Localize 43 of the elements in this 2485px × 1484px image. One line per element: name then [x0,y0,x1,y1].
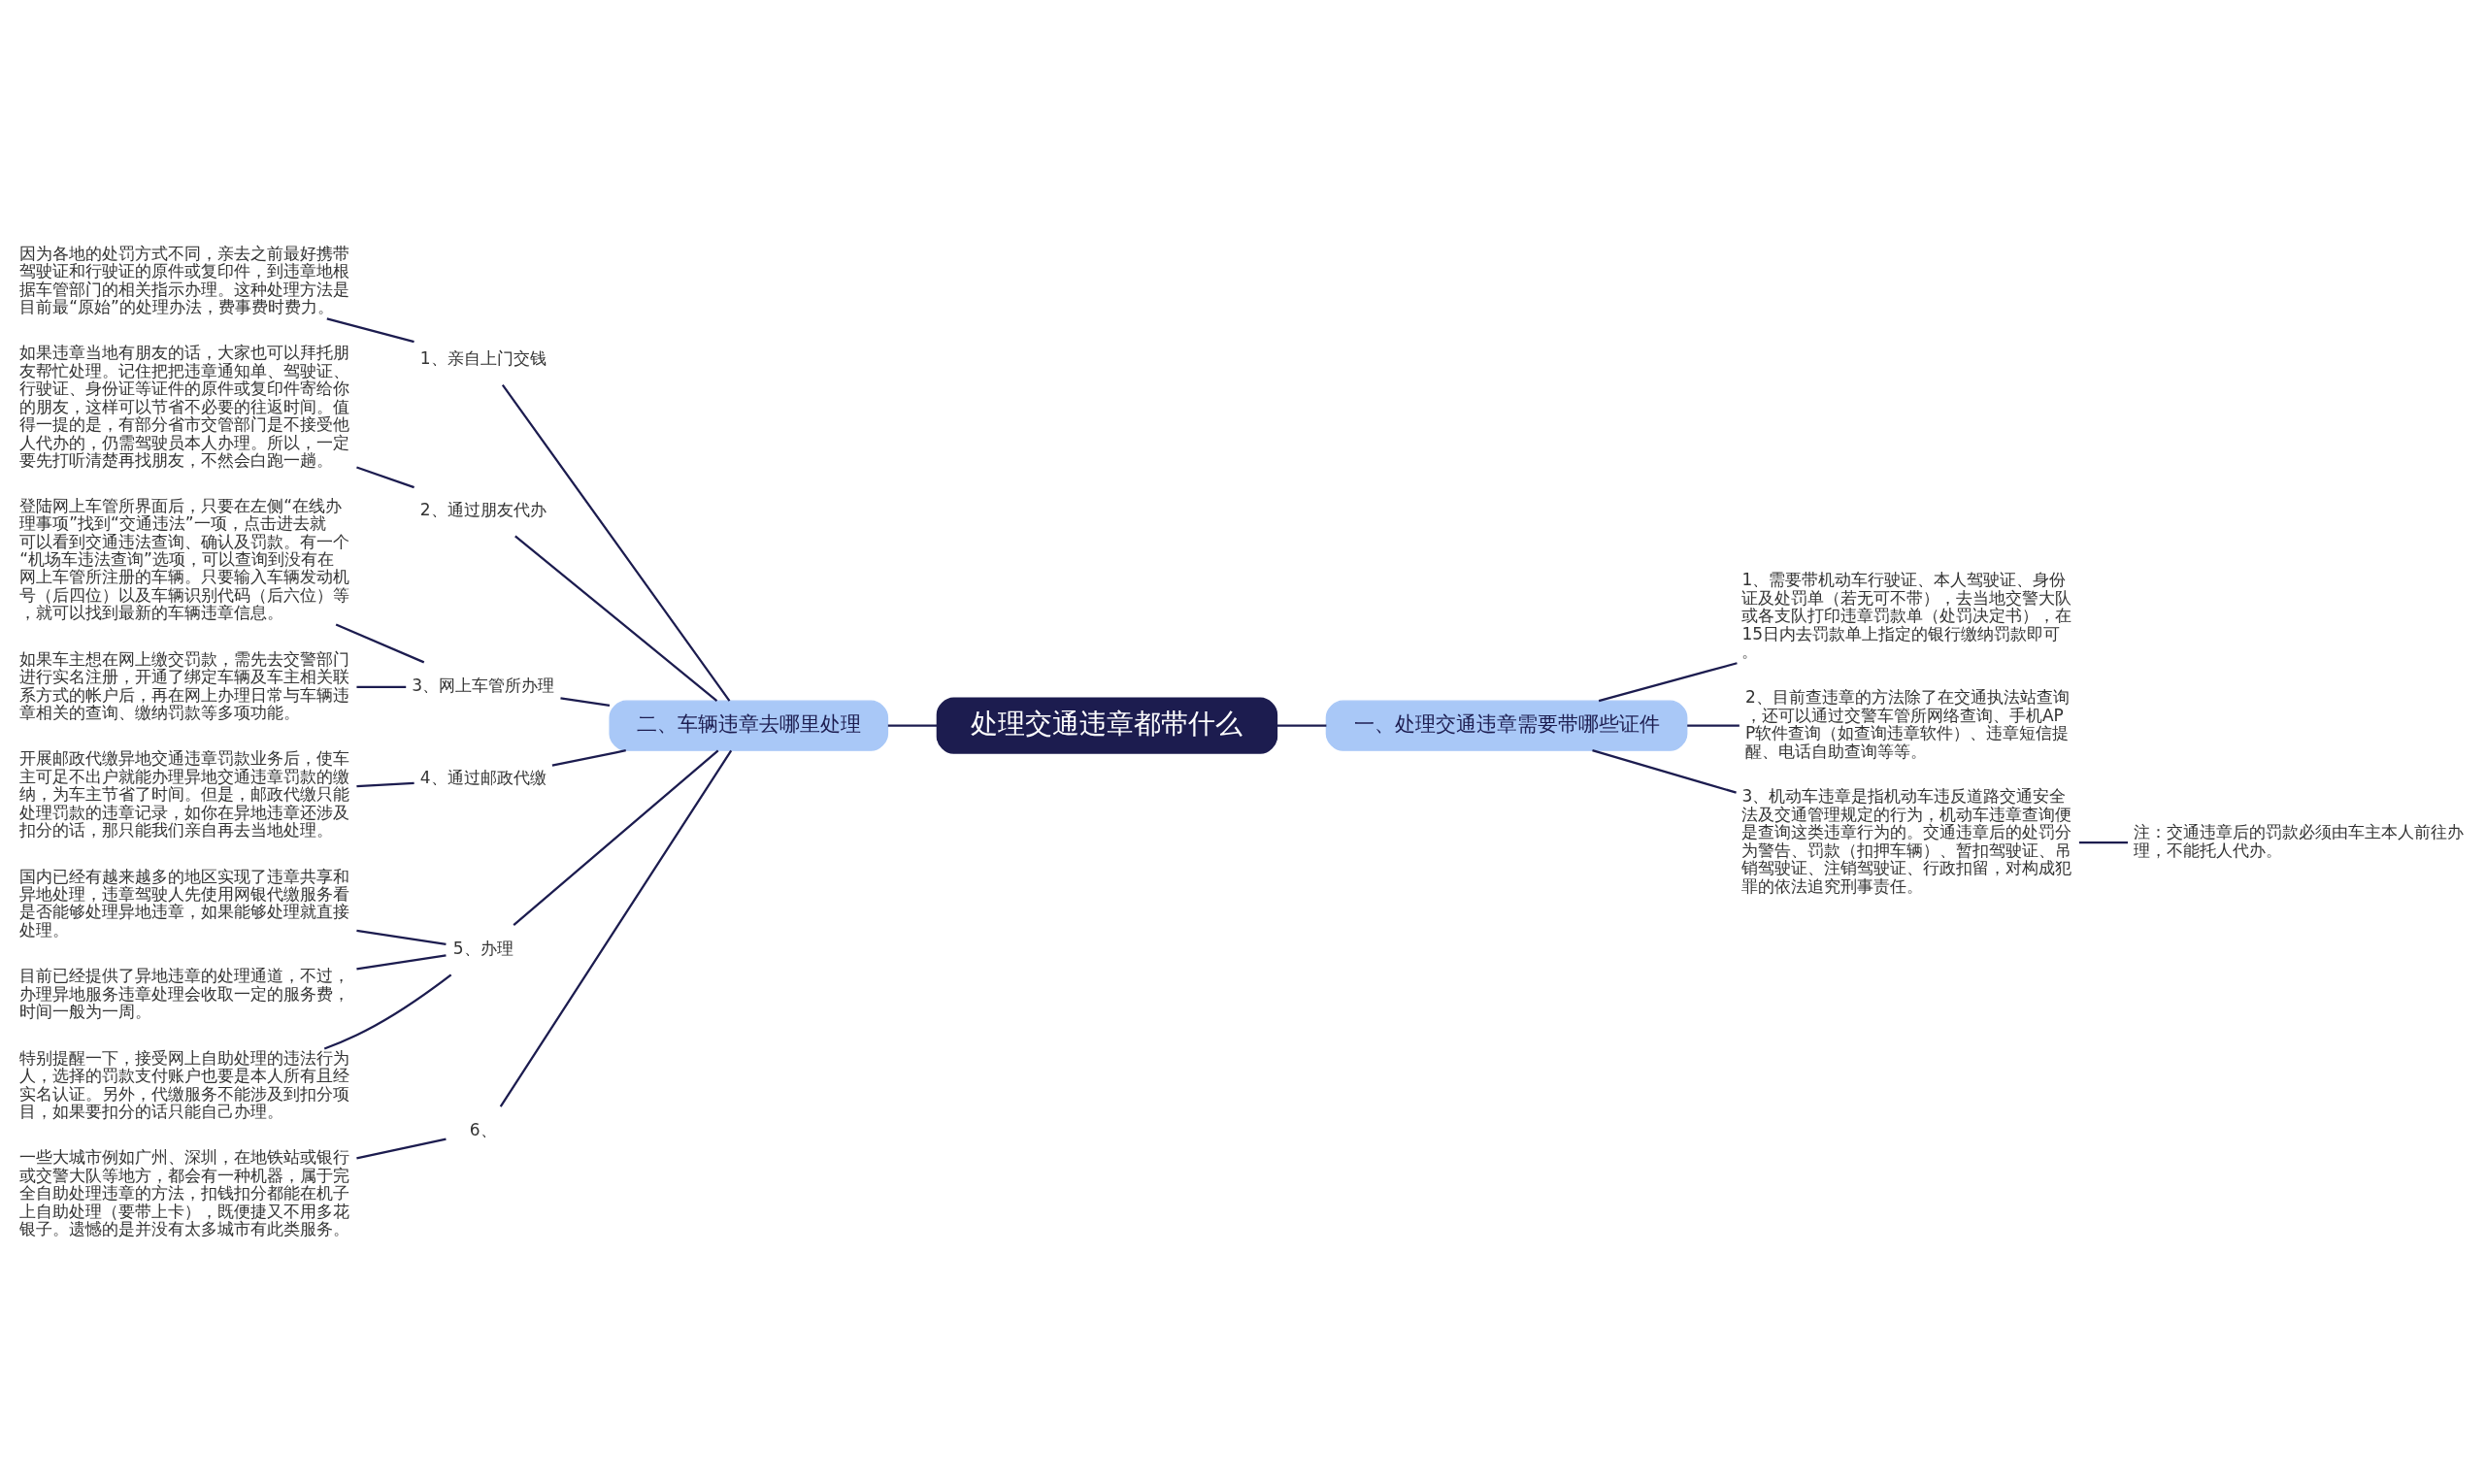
connector [2078,841,2129,843]
connector [513,749,719,926]
node-box: 二、车辆违章去哪里处理 [609,699,889,751]
node-text: 2、通过朋友代办 [419,499,547,519]
node-text: 3、机动车违章是指机动车违反道路交通安全法及交通管理规定的行为，机动车违章查询便是查询这类违章行为的。交通违章后的处罚分为警告、罚款（扣押车辆）、暂扣驾驶证、吊销驾驶证、注销驾驶证、行政扣留，对构成犯罪的依法追究刑事责任。 [1741,785,2072,896]
node-text: 开展邮政代缴异地交通违章罚款业务后，使车主可足不出户就能办理异地交通违章罚款的缴纳，为车主节省了时间。但是，邮政代缴只能处理罚款的违章记录，如你在异地违章还涉及扣分的话，那只能我们亲自再去当地处理。 [19,747,350,840]
connector [501,383,731,702]
connector [356,781,414,787]
connector [1592,748,1737,794]
connector [887,724,938,727]
node-text: 特别提醒一下，接受网上自助处理的违法行为人，选择的罚款支付账户也要是本人所有且经实名认证。另外，代缴服务不能涉及到扣分项目，如果要扣分的话只能自己办理。 [19,1047,350,1121]
connector [326,316,414,343]
node-text: 6、 [469,1119,497,1139]
node-text: 1、需要带机动车行驶证、本人驾驶证、身份证及处罚单（若无可不带），去当地交警大队或各支队打印违章罚款单（处罚决定书），在15日内去罚款单上指定的银行缴纳罚款即可。 [1741,569,2072,661]
connector [335,623,425,663]
connector [1598,661,1738,702]
node-text: 目前已经提供了异地违章的处理通道，不过，办理异地服务违章处理会收取一定的服务费，时间一般为一周。 [19,965,350,1021]
connector [356,953,447,971]
node-text: 5、办理 [452,938,514,958]
node-text: 1、亲自上门交钱 [419,347,547,368]
node-text: 如果违章当地有朋友的话，大家也可以拜托朋友帮忙处理。记住把把违章通知单、驾驶证、行驶证、身份证等证件的原件或复印件寄给你的朋友，这样可以节省不必要的往返时间。值得一提的是，有部分省市交管部门是不接受他人代办的，仍需驾驶员本人办理。所以，一定要先打听清楚再找朋友，不然会白跑一趟。 [19,342,350,470]
node-text: 3、网上车管所办理 [412,675,555,695]
node-text: 注：交通违章后的罚款必须由车主本人前往办理，不能托人代办。 [2134,821,2465,860]
node-text: 一些大城市例如广州、深圳，在地铁站或银行或交警大队等地方，都会有一种机器，属于完全自助处理违章的方法，扣钱扣分都能在机子上自助处理（要带上卡），既便捷又不用多花银子。遗憾的是并没有太多城市有此类服务。 [19,1146,350,1238]
node-text: 国内已经有越来越多的地区实现了违章共享和异地处理，违章驾驶人先使用网银代缴服务看是否能够处理异地违章，如果能够处理就直接处理。 [19,866,350,940]
connector [356,465,414,488]
node-text: 登陆网上车管所界面后，只要在左侧“在线办理事项”找到“交通违法”一项，点击进去就可以看到交通违法查询、确认及罚款。有一个“机场车违法查询”选项，可以查询到没有在网上车管所注册的车辆。只要输入车辆发动机号（后四位）以及车辆识别代码（后六位）等，就可以找到最新的车辆违章信息。 [19,495,350,622]
connector [499,749,733,1107]
connector [1276,724,1327,727]
connector [514,535,718,702]
connector [1687,724,1740,727]
node-text: 2、目前查违章的方法除了在交通执法站查询，还可以通过交警车管所网络查询、手机APP软件查询（如查询违章软件）、违章短信提醒、电话自助查询等等。 [1744,686,2070,761]
connector [560,696,611,707]
node-box: 处理交通违章都带什么 [936,697,1278,754]
node-box: 一、处理交通违章需要带哪些证件 [1325,699,1688,751]
connector [356,1138,447,1159]
node-text: 4、通过邮政代缴 [419,767,547,787]
connector [356,929,447,945]
node-text: 如果车主想在网上缴交罚款，需先去交警部门进行实名注册，开通了绑定车辆及车主相关联系方式的帐户后，再在网上办理日常与车辆违章相关的查询、缴纳罚款等多项功能。 [19,648,350,722]
connector [323,973,452,1050]
connector [356,685,407,688]
connector [551,748,626,767]
node-text: 因为各地的处罚方式不同，亲去之前最好携带驾驶证和行驶证的原件或复印件，到违章地根据车管部门的相关指示办理。这种处理方法是目前最“原始”的处理办法，费事费时费力。 [19,243,350,316]
